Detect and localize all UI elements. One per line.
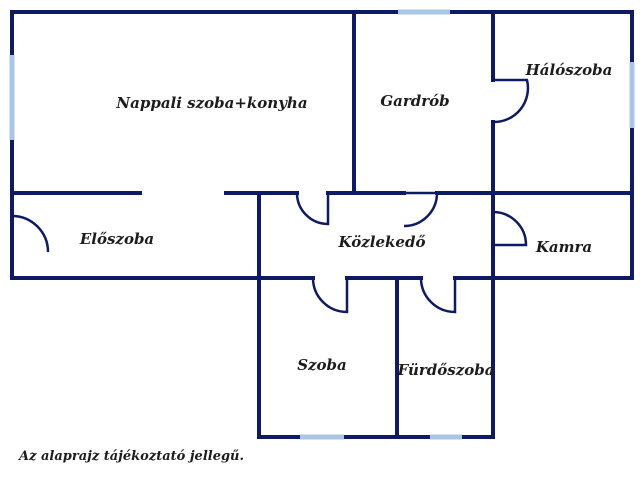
room-label-szoba: Szoba [297, 356, 347, 374]
windows [9, 9, 635, 440]
room-label-nappali: Nappali szoba+konyha [115, 94, 307, 112]
room-label-kamra: Kamra [535, 238, 592, 256]
door-kamra [492, 210, 528, 247]
doors [10, 78, 530, 314]
room-label-gardrob: Gardrób [380, 92, 449, 110]
room-label-haloszoba: Hálószoba [525, 61, 613, 79]
door-gardrob [403, 191, 439, 228]
door-furdoszoba [419, 277, 457, 314]
door-szoba [311, 277, 349, 314]
room-label-furdoszoba: Fürdőszoba [397, 361, 495, 379]
room-label-eloszoba: Előszoba [79, 230, 154, 248]
disclaimer-note: Az alaprajz tájékoztató jellegű. [19, 449, 245, 464]
door-entrance [10, 214, 50, 253]
door-kozlekedo-top [295, 192, 330, 226]
room-labels: Nappali szoba+konyha Gardrób Hálószoba E… [79, 61, 613, 379]
walls [10, 10, 634, 439]
room-label-kozlekedo: Közlekedő [338, 233, 426, 251]
door-gardrob-haloszoba [492, 78, 530, 124]
